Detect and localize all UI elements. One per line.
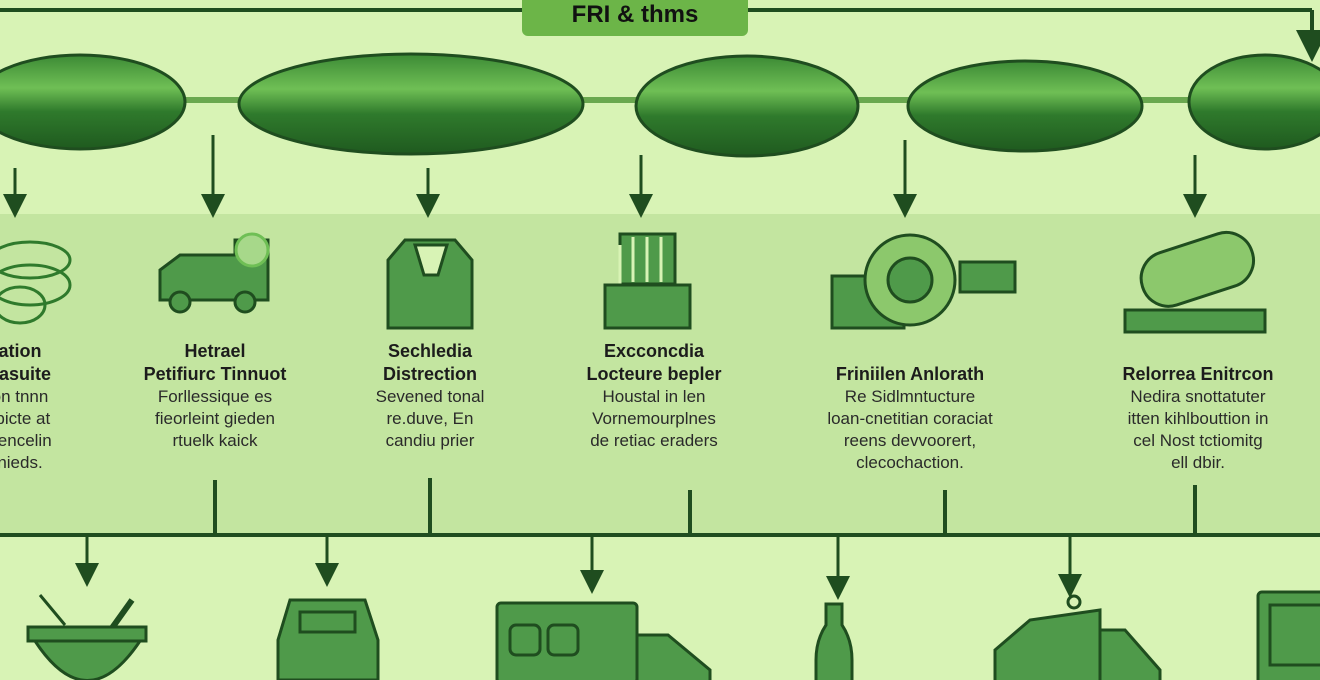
step-desc: re.duve, En	[386, 409, 474, 428]
step-arrows	[3, 135, 1207, 218]
bin-icon	[276, 598, 380, 680]
cucumber	[1187, 53, 1320, 151]
crate-icon	[603, 232, 692, 330]
bottom-arrows	[75, 537, 1082, 600]
bottle-icon	[814, 602, 854, 680]
bottom-connector	[0, 478, 1320, 537]
step-desc: candiu prier	[385, 431, 475, 450]
cucumber	[906, 59, 1144, 153]
step-desc: Forllessique es	[157, 387, 273, 406]
step-title: Sechledia	[387, 341, 473, 361]
step-title: ation	[0, 341, 42, 361]
truck-icon	[495, 601, 712, 680]
step-title: Locteure bepler	[586, 364, 722, 384]
step-desc: Sevened tonal	[375, 387, 485, 406]
step-title: Petifiurc Tinnuot	[143, 364, 287, 384]
delivery-van-icon	[158, 232, 270, 314]
step-desc: itten kihlbouttion in	[1127, 409, 1269, 428]
processing-machine-icon	[830, 233, 1017, 330]
cucumber	[237, 52, 585, 156]
step-desc: reens devvoorert,	[843, 431, 977, 450]
pickle-tray-icon	[1123, 230, 1267, 334]
step-title: Relorrea Enitrcon	[1122, 364, 1274, 384]
step-desc: cel Nost tctiomitg	[1133, 431, 1263, 450]
step-desc: ell dbir.	[1171, 453, 1225, 472]
store-truck-icon	[993, 594, 1162, 680]
step-desc: rpicte at	[0, 409, 51, 428]
step-1: ation l asuite on tnnn rpicte at penceli…	[0, 340, 140, 474]
step-desc: fieorleint gieden	[154, 409, 276, 428]
top-connector	[0, 8, 1320, 62]
step-desc: Houstal in len	[602, 387, 706, 406]
cucumber	[634, 54, 860, 158]
step-desc: Re Sidlmntucture	[844, 387, 976, 406]
step-title: Distrection	[382, 364, 478, 384]
step-desc: pencelin	[0, 431, 52, 450]
step-desc: clecochaction.	[856, 453, 964, 472]
step-title: Friniilen Anlorath	[835, 364, 985, 384]
step-5: Friniilen Anlorath Re Sidlmntucture loan…	[790, 363, 1030, 474]
step-title: l asuite	[0, 364, 52, 384]
step-desc: loan-cnetitian coraciat	[827, 409, 993, 428]
cucumbers	[0, 52, 1320, 158]
step-desc: on tnnn	[0, 387, 49, 406]
step-4: Excconcdia Locteure bepler Houstal in le…	[534, 340, 774, 452]
step-3: Sechledia Distrection Sevened tonal re.d…	[310, 340, 550, 452]
monitor-icon	[1256, 590, 1320, 680]
step-desc: de retiac eraders	[590, 431, 718, 450]
step-desc: nieds.	[0, 453, 43, 472]
mortar-pestle-icon	[26, 594, 148, 680]
step-title: Hetrael	[184, 341, 246, 361]
bag-icon	[386, 238, 474, 330]
step-6: Relorrea Enitrcon Nedira snottatuter itt…	[1078, 363, 1318, 474]
cucumber	[0, 53, 187, 151]
step-desc: Vornemourplnes	[592, 409, 716, 428]
page-title: FRI & thms	[522, 0, 748, 36]
step-desc: Nedira snottatuter	[1130, 387, 1266, 406]
step-title: Excconcdia	[603, 341, 705, 361]
lettuce-icon	[0, 240, 72, 325]
step-2: Hetrael Petifiurc Tinnuot Forllessique e…	[95, 340, 335, 452]
step-desc: rtuelk kaick	[172, 431, 258, 450]
